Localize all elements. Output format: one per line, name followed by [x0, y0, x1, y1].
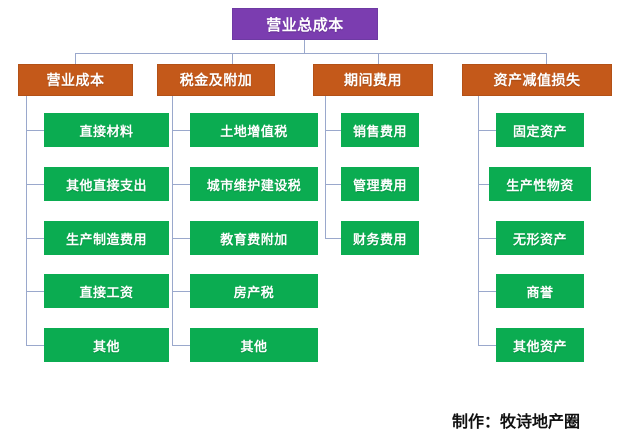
node-leaf-direct-material[interactable]: 直接材料 [44, 113, 169, 147]
connector-stub-4-1 [478, 130, 496, 131]
node-leaf-other-direct-expense[interactable]: 其他直接支出 [44, 167, 169, 201]
connector-stub-2-3 [172, 238, 190, 239]
connector-stub-2-5 [172, 345, 190, 346]
connector-stub-4-2 [478, 184, 496, 185]
node-branch-taxes-surcharges[interactable]: 税金及附加 [157, 64, 275, 96]
connector-root-stem [304, 40, 305, 53]
connector-stub-1-3 [26, 238, 44, 239]
node-branch-period-expenses[interactable]: 期间费用 [313, 64, 433, 96]
node-leaf-manufacturing-cost[interactable]: 生产制造费用 [44, 221, 169, 255]
connector-branch-drop-3 [378, 53, 379, 64]
connector-branch-drop-1 [75, 53, 76, 64]
connector-spine-col-1 [26, 96, 27, 345]
connector-stub-3-2 [325, 184, 341, 185]
node-leaf-education-surcharge[interactable]: 教育费附加 [190, 221, 318, 255]
connector-stub-2-2 [172, 184, 190, 185]
connector-level2-bus [75, 53, 546, 54]
connector-stub-4-5 [478, 345, 496, 346]
connector-stub-2-4 [172, 291, 190, 292]
connector-stub-3-1 [325, 130, 341, 131]
node-leaf-other-tax[interactable]: 其他 [190, 328, 318, 362]
connector-stub-4-4 [478, 291, 496, 292]
node-leaf-other-operating[interactable]: 其他 [44, 328, 169, 362]
connector-spine-col-2 [172, 96, 173, 345]
node-leaf-admin-expense[interactable]: 管理费用 [341, 167, 419, 201]
node-branch-asset-impairment-loss[interactable]: 资产减值损失 [462, 64, 612, 96]
node-branch-operating-cost[interactable]: 营业成本 [18, 64, 133, 96]
node-leaf-direct-wages[interactable]: 直接工资 [44, 274, 169, 308]
connector-stub-4-3 [478, 238, 496, 239]
connector-branch-drop-4 [546, 53, 547, 64]
connector-spine-col-4 [478, 96, 479, 345]
connector-stub-2-1 [172, 130, 190, 131]
connector-stub-1-1 [26, 130, 44, 131]
connector-branch-drop-2 [232, 53, 233, 64]
node-root-total-operating-cost[interactable]: 营业总成本 [232, 8, 378, 40]
node-leaf-land-appreciation-tax[interactable]: 土地增值税 [190, 113, 318, 147]
node-leaf-productive-materials[interactable]: 生产性物资 [489, 167, 591, 201]
node-leaf-selling-expense[interactable]: 销售费用 [341, 113, 419, 147]
connector-stub-3-3 [325, 238, 341, 239]
connector-spine-col-3 [325, 96, 326, 238]
node-leaf-fixed-assets[interactable]: 固定资产 [496, 113, 584, 147]
node-leaf-finance-expense[interactable]: 财务费用 [341, 221, 419, 255]
connector-stub-1-2 [26, 184, 44, 185]
node-leaf-goodwill[interactable]: 商誉 [496, 274, 584, 308]
connector-stub-1-5 [26, 345, 44, 346]
node-leaf-property-tax[interactable]: 房产税 [190, 274, 318, 308]
connector-stub-1-4 [26, 291, 44, 292]
node-leaf-other-assets[interactable]: 其他资产 [496, 328, 584, 362]
node-leaf-urban-maintenance-tax[interactable]: 城市维护建设税 [190, 167, 318, 201]
footer-credit: 制作：牧诗地产圈 [452, 414, 581, 431]
node-leaf-intangible-assets[interactable]: 无形资产 [496, 221, 584, 255]
